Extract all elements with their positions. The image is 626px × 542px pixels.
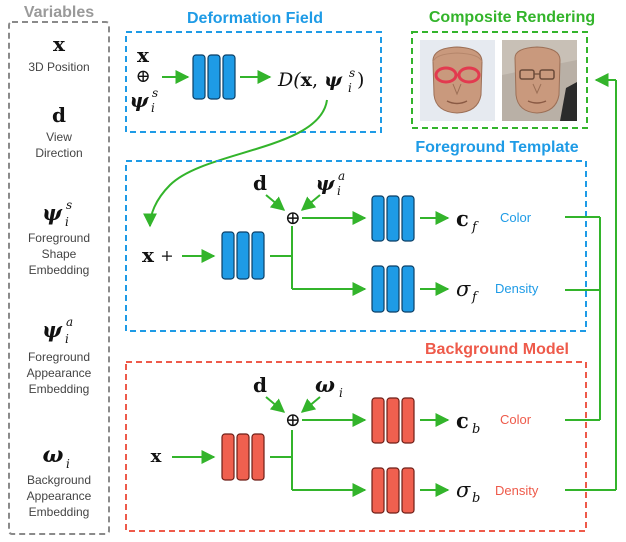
composite-rendering-title: Composite Rendering <box>429 9 595 26</box>
deform-oplus: ⊕ <box>135 66 150 87</box>
var-psi-s-sup: s <box>66 198 72 212</box>
deform-psi-sup: s <box>152 86 158 100</box>
bg-density-sub: b <box>472 491 480 506</box>
var-psi-a-label-line2: Appearance <box>27 366 92 380</box>
deform-output: D(x, ψ <box>277 69 343 91</box>
bg-oplus: ⊕ <box>285 409 301 431</box>
composite-rendering-box <box>411 31 588 129</box>
var-psi-a-sub: i <box>65 332 69 346</box>
var-psi-s-label-line2: Shape <box>42 247 77 261</box>
var-psi-a-label-line3: Embedding <box>29 382 90 396</box>
bg-arrow-omega <box>300 396 321 413</box>
var-x-symbol: x <box>53 32 66 56</box>
var-psi-a-label-line1: Foreground <box>28 350 90 364</box>
bg-omega-sub: i <box>339 386 343 400</box>
bg-input-x: x <box>151 446 162 467</box>
fg-color-sub: f <box>471 220 479 235</box>
fg-color-label: Color <box>500 210 532 225</box>
render-image-composite <box>502 40 577 121</box>
bg-density-mlp-block <box>371 467 415 514</box>
var-omega-label-line1: Background <box>27 473 91 487</box>
bg-density-symbol: σ <box>456 478 471 502</box>
deform-output-sup: s <box>349 66 355 80</box>
background-model-title: Background Model <box>425 341 569 358</box>
fg-arrow-psi <box>300 194 321 211</box>
variables-panel: Variables x 3D Position d View Direction… <box>8 4 110 535</box>
bg-color-symbol: c <box>456 408 469 433</box>
composite-collector-lines <box>565 73 617 491</box>
var-d-label-line2: Direction <box>35 146 82 160</box>
deform-psi-sub: i <box>151 101 155 115</box>
var-psi-s-label-line1: Foreground <box>28 231 90 245</box>
fg-arrow-d <box>265 194 286 211</box>
fg-input-x: x <box>142 243 155 267</box>
deformation-field-title: Deformation Field <box>187 10 323 27</box>
var-omega-symbol: ω <box>43 442 64 468</box>
fg-color-symbol: c <box>456 206 469 231</box>
deform-psi: ψ <box>130 88 150 112</box>
foreground-template-title: Foreground Template <box>415 139 578 156</box>
var-d-symbol: d <box>52 103 66 127</box>
foreground-template-section: Foreground Template x + d ψ a i ⊕ c f <box>125 139 587 332</box>
fg-input-plus: + <box>160 246 173 265</box>
var-psi-s-label-line3: Embedding <box>29 263 90 277</box>
var-x-label: 3D Position <box>28 60 89 74</box>
render-image-foreground <box>420 40 495 121</box>
bg-color-sub: b <box>472 422 480 437</box>
var-psi-a-symbol: ψ <box>42 317 63 342</box>
fg-density-mlp-block <box>371 265 415 313</box>
foreground-template-box <box>125 160 587 332</box>
deformation-field-section: Deformation Field x ⊕ ψ s i D(x, ψ s i ) <box>125 10 382 133</box>
var-psi-a-sup: a <box>66 315 73 329</box>
var-psi-s-symbol: ψ <box>42 200 63 225</box>
deform-output-close: ) <box>357 69 364 91</box>
deform-output-sub: i <box>348 81 352 95</box>
var-omega-label-line2: Appearance <box>27 489 92 503</box>
fg-density-sub: f <box>471 290 479 305</box>
deform-mlp-block <box>192 54 236 100</box>
deform-input-x: x <box>137 43 150 67</box>
fg-main-mlp-block <box>221 231 265 280</box>
variables-title: Variables <box>24 4 94 21</box>
bg-omega: ω <box>315 372 335 397</box>
deform-to-foreground-arrow <box>143 99 328 228</box>
deformation-field-box <box>125 31 382 133</box>
bg-color-mlp-block <box>371 397 415 444</box>
fg-density-symbol: σ <box>456 277 471 301</box>
var-psi-s-sub: i <box>65 215 69 229</box>
var-omega-sub: i <box>66 457 70 471</box>
composite-rendering-section: Composite Rendering <box>411 9 595 129</box>
fg-oplus: ⊕ <box>285 207 301 229</box>
bg-density-label: Density <box>495 483 539 498</box>
var-d-label-line1: View <box>46 130 72 144</box>
fg-density-label: Density <box>495 281 539 296</box>
bg-arrow-d <box>265 396 286 413</box>
var-omega-label-line3: Embedding <box>29 505 90 519</box>
fg-psi-sub: i <box>337 184 341 198</box>
bg-main-mlp-block <box>221 433 265 481</box>
fg-psi-sup: a <box>338 169 345 183</box>
fg-d: d <box>253 171 267 195</box>
bg-d: d <box>253 373 267 397</box>
fg-color-mlp-block <box>371 195 415 242</box>
background-model-box <box>125 361 587 532</box>
fg-psi: ψ <box>316 171 336 195</box>
background-model-section: Background Model x d ω i ⊕ c b Color <box>125 341 587 532</box>
bg-color-label: Color <box>500 412 532 427</box>
